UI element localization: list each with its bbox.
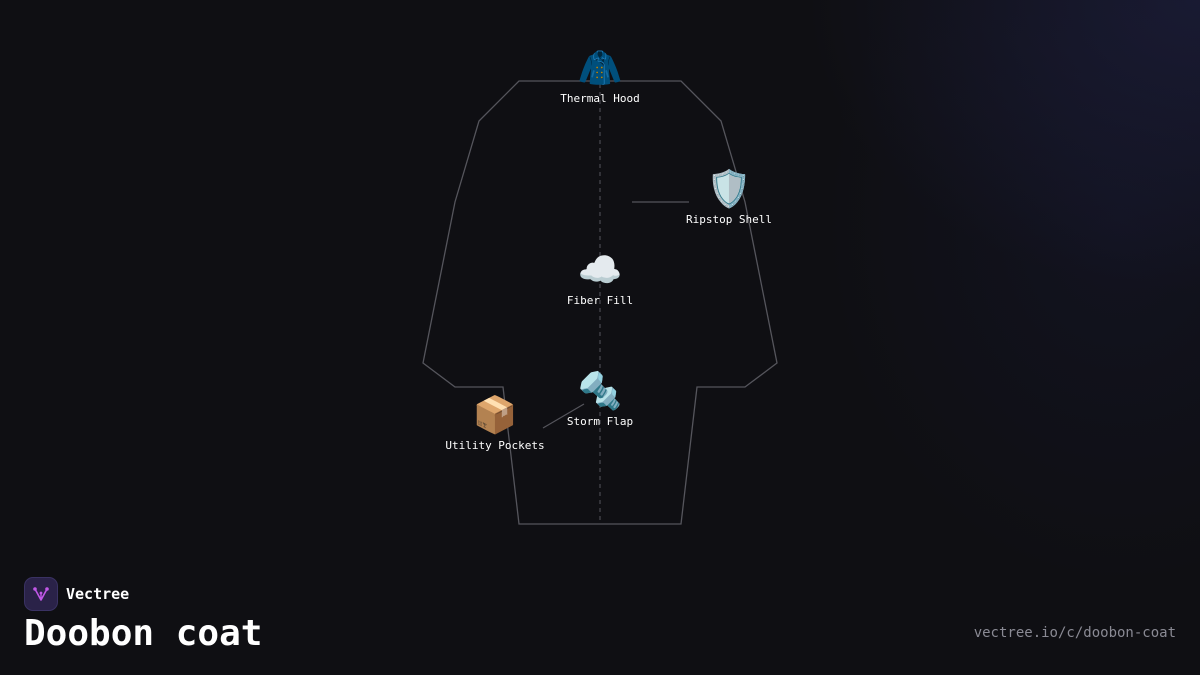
node-thermal-hood[interactable]: 🧥 Thermal Hood <box>510 48 690 106</box>
node-storm-flap[interactable]: 🔩 Storm Flap <box>510 371 690 429</box>
vectree-logo-icon <box>24 577 58 611</box>
coat-icon: 🧥 <box>577 48 623 89</box>
node-label: Fiber Fill <box>566 294 634 307</box>
node-label: Thermal Hood <box>560 92 640 105</box>
package-icon: 📦 <box>472 395 518 436</box>
brand-name: Vectree <box>66 585 130 603</box>
page-title: Doobon coat <box>24 613 263 654</box>
bolt-nut-icon: 🔩 <box>577 371 623 412</box>
node-utility-pockets[interactable]: 📦 Utility Pockets <box>405 395 585 453</box>
cloud-icon: ☁️ <box>577 250 623 291</box>
node-label: Utility Pockets <box>445 439 545 452</box>
connector-storm-flap-to-utility-pockets <box>542 403 585 429</box>
vectree-logo-mark <box>33 587 49 601</box>
page-url[interactable]: vectree.io/c/doobon-coat <box>973 625 1176 641</box>
brand[interactable]: Vectree <box>24 577 129 611</box>
node-fiber-fill[interactable]: ☁️ Fiber Fill <box>510 250 690 308</box>
node-label: Ripstop Shell <box>685 213 773 226</box>
node-ripstop-shell[interactable]: 🛡️ Ripstop Shell <box>639 169 819 227</box>
coat-outline <box>422 80 778 525</box>
shield-icon: 🛡️ <box>706 169 752 210</box>
node-label: Storm Flap <box>566 415 634 428</box>
